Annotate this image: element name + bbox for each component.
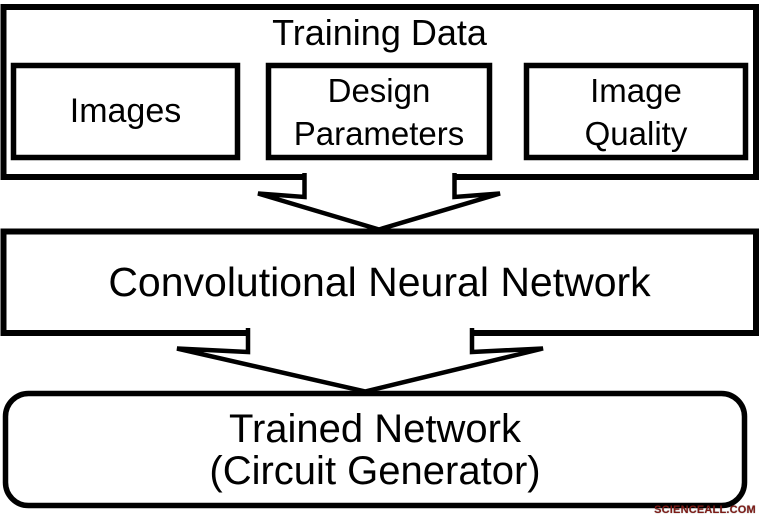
images-label: Images <box>69 92 182 130</box>
training-data-title: Training Data <box>272 12 487 53</box>
cnn-label: Convolutional Neural Network <box>108 258 651 305</box>
image-quality-label: Image Quality <box>584 71 688 152</box>
design-parameters-label: Design Parameters <box>293 71 465 152</box>
trained-network-label: Trained Network (Circuit Generator) <box>0 394 750 506</box>
cnn-box <box>0 228 759 336</box>
design-parameters-box <box>265 62 493 161</box>
design-parameters-label-wrap: Design Parameters <box>268 65 490 158</box>
images-box <box>10 62 241 161</box>
watermark-text: SCIENCEALL.COM <box>654 504 756 516</box>
image-quality-box <box>523 62 749 161</box>
merge-arrow-training-to-cnn <box>257 173 501 232</box>
trained-network-box <box>2 390 748 509</box>
trained-network-line1: Trained Network <box>229 407 521 451</box>
image-quality-label-wrap: Image Quality <box>526 65 746 158</box>
trained-network-line2: (Circuit Generator) <box>209 449 541 493</box>
merge-arrow-cnn-to-output <box>176 328 544 394</box>
